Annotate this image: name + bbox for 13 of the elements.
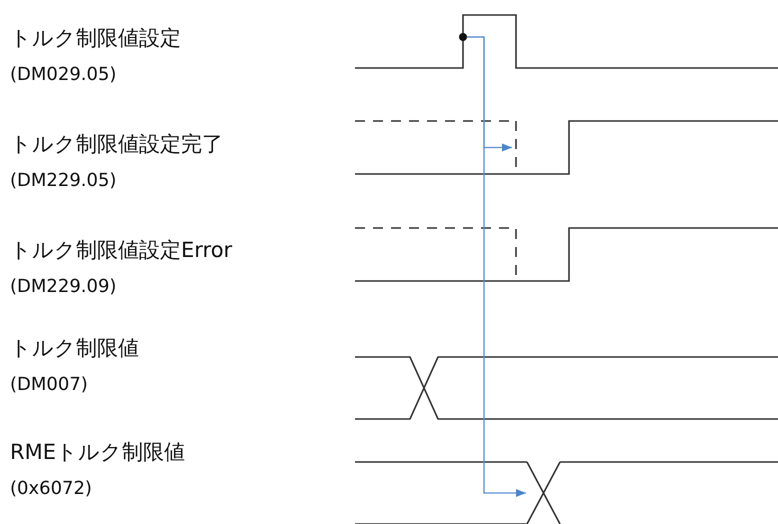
signal-name: トルク制限値: [10, 335, 139, 362]
signal-address: (DM229.05): [10, 170, 116, 191]
arrow: [467, 36, 526, 497]
signal-address: (0x6072): [10, 478, 92, 499]
signal-name: トルク制限値設定Error: [10, 237, 232, 264]
signal-address: (DM007): [10, 374, 88, 395]
signal-name: RMEトルク制限値: [10, 439, 185, 466]
signal-address: (DM029.05): [10, 64, 116, 85]
signal-address: (DM229.09): [10, 276, 116, 297]
transition-cross: [526, 461, 561, 524]
start-dot: [459, 33, 467, 41]
signal-name: トルク制限値設定完了: [10, 131, 223, 158]
signal-name: トルク制限値設定: [10, 25, 181, 52]
